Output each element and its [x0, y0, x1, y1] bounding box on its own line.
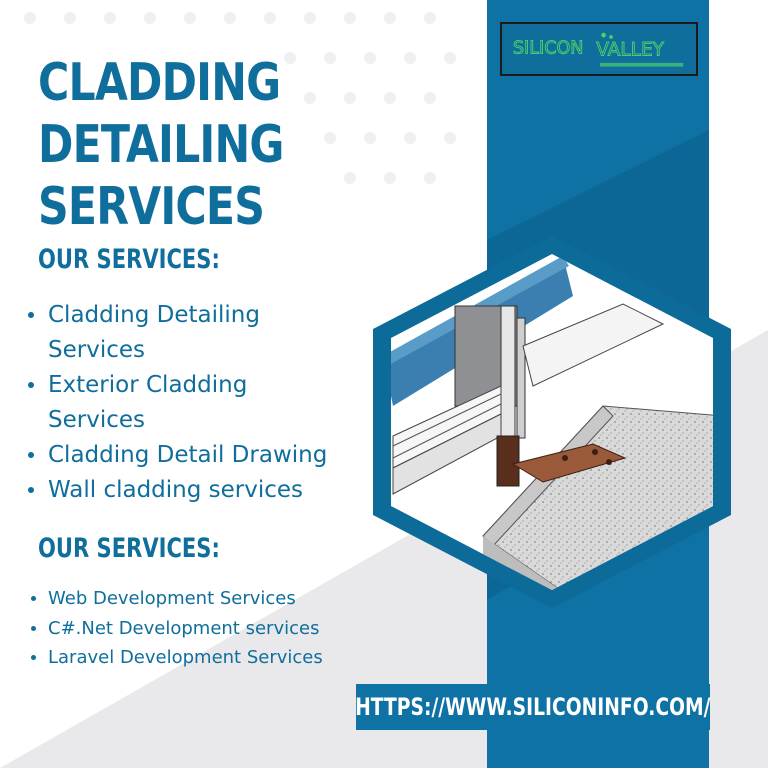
- title-line-3: SERVICES: [38, 177, 265, 237]
- dot-pattern: [24, 12, 456, 184]
- cladding-illustration: [373, 236, 731, 608]
- company-logo[interactable]: SILICON VALLEY: [500, 22, 698, 76]
- list-item: Wall cladding services: [26, 473, 356, 508]
- website-url[interactable]: HTTPS://WWW.SILICONINFO.COM/: [355, 693, 711, 721]
- services-heading-1: OUR SERVICES:: [38, 244, 220, 275]
- page-title: CLADDING DETAILING SERVICES: [38, 52, 284, 238]
- list-item: Laravel Development Services: [30, 643, 360, 673]
- website-url-box[interactable]: HTTPS://WWW.SILICONINFO.COM/: [355, 684, 711, 730]
- title-line-1: CLADDING: [38, 53, 281, 113]
- title-line-2: DETAILING: [38, 115, 284, 175]
- logo-word-silicon: SILICON: [513, 39, 584, 59]
- list-item: Web Development Services: [30, 584, 360, 614]
- logo-word-valley: VALLEY: [596, 39, 664, 60]
- list-item: Cladding Detail Drawing: [26, 438, 356, 473]
- list-item: C#.Net Development services: [30, 614, 360, 644]
- services-heading-2: OUR SERVICES:: [38, 533, 220, 564]
- dev-services-list: Web Development Services C#.Net Developm…: [30, 584, 360, 673]
